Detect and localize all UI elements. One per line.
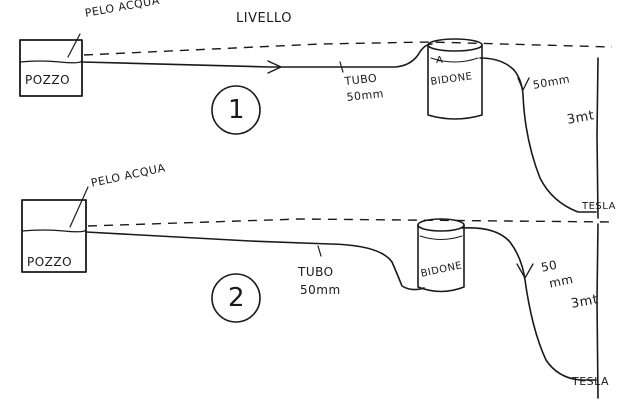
tubo-2-pipe <box>85 231 425 291</box>
pozzo-1-label: POZZO <box>25 73 71 87</box>
scheme-1-number: 1 <box>228 95 245 125</box>
bidone-1-body <box>427 44 483 120</box>
pelo-acqua-1-pointer <box>67 33 81 58</box>
pozzo-1-water <box>19 60 83 64</box>
outlet-1-pipe <box>479 57 597 213</box>
height-1-line <box>596 57 599 219</box>
pozzo-2-water <box>21 229 87 233</box>
bidone-1-water <box>430 57 479 63</box>
scheme-1-circle <box>211 85 261 135</box>
bidone-1-top <box>427 38 483 52</box>
bidone-1-marker: A <box>436 55 444 66</box>
livello-1-line <box>83 41 613 56</box>
pozzo-1-box <box>19 39 83 97</box>
outlet-2-arrow <box>516 263 534 279</box>
scheme-2-circle <box>211 273 261 323</box>
bidone-2-body <box>417 224 465 293</box>
tubo-2-size: 50mm <box>300 283 341 297</box>
pozzo-2-label: POZZO <box>27 255 73 269</box>
tesla-1-label: TESLA <box>582 201 616 212</box>
outlet-2-size: 50 <box>539 257 559 275</box>
flow-arrow-1 <box>267 60 282 74</box>
scheme-2-number: 2 <box>228 283 245 313</box>
tubo-2-label: TUBO <box>298 265 334 279</box>
livello-label: LIVELLO <box>236 11 292 26</box>
tubo-1-pipe <box>81 43 433 68</box>
tubo-1-label: TUBO <box>343 71 378 88</box>
tubo-1-tick <box>339 61 344 73</box>
tubo-2-tick <box>317 245 322 257</box>
bidone-2-water <box>419 235 463 240</box>
outlet-2-pipe <box>461 226 597 381</box>
livello-2-line <box>87 218 613 227</box>
height-2-line <box>596 223 599 399</box>
pozzo-2-box <box>21 199 87 273</box>
tesla-2-label: TESLA <box>572 375 610 388</box>
pelo-acqua-2-pointer <box>69 186 89 228</box>
outlet-1-arrow <box>517 77 530 91</box>
